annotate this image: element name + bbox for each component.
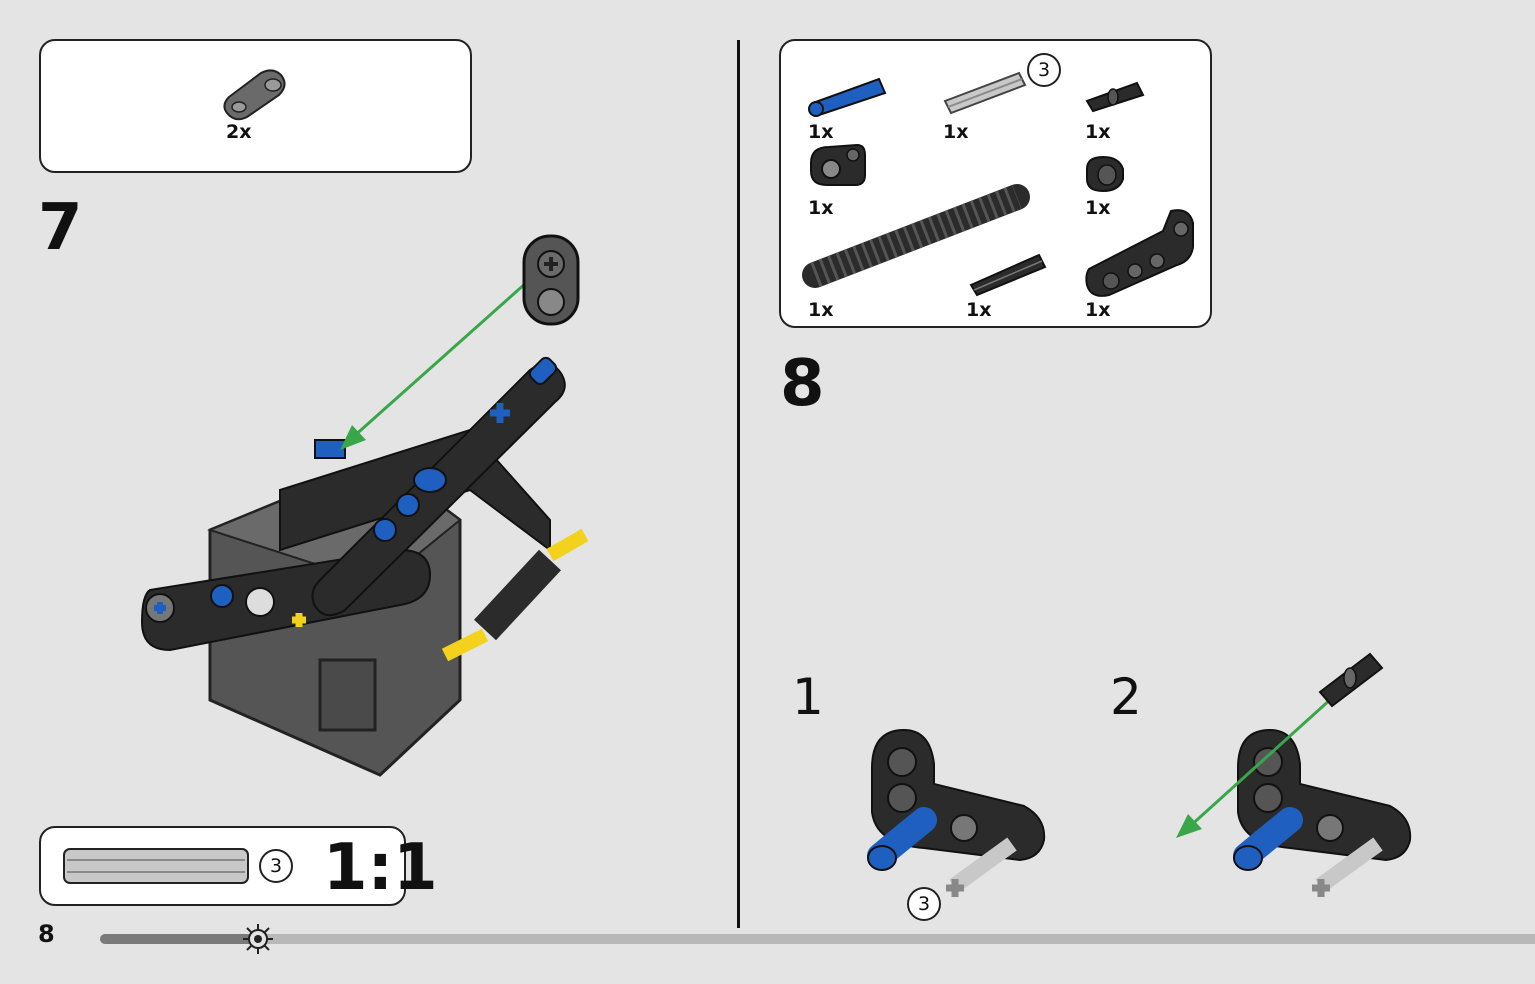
length-callout: 3 [259, 849, 293, 883]
liftarm-thick-1x2-icon [223, 69, 286, 121]
progress-fill [100, 934, 258, 944]
part-qty: 2x [226, 121, 252, 143]
step-number-7: 7 [38, 191, 83, 265]
part-qty: 1x [943, 121, 969, 143]
part-qty: 1x [808, 197, 834, 219]
part-qty: 1x [966, 299, 992, 321]
parts-list-box-step7: 2x [39, 39, 472, 173]
part-qty: 1x [1085, 299, 1111, 321]
part-qty: 1x [808, 121, 834, 143]
step-number-8: 8 [780, 347, 825, 421]
insert-arrow-substep2 [1176, 652, 1384, 838]
gray-axle-3-icon [943, 71, 1027, 115]
worm-gear-axle-icon [802, 184, 1030, 288]
parts-list-box-step8: 1x 3 1x 1x 1x 1x 1x 1x 1x [779, 39, 1212, 328]
axle-scale-box: 3 1:1 [39, 826, 438, 906]
substep-number-1: 1 [792, 668, 824, 726]
insert-arrow-step7 [340, 273, 536, 450]
part-qty: 1x [808, 299, 834, 321]
l-beam-liftarm-icon [1085, 209, 1194, 297]
substep-number-2: 2 [1110, 668, 1142, 726]
black-friction-pin-icon [1085, 81, 1145, 113]
page-divider [737, 40, 740, 928]
assembly-illustration-step7 [140, 356, 589, 777]
substep-2-illustration [1233, 728, 1412, 897]
bush-icon [1086, 155, 1124, 193]
progress-bar [100, 934, 1535, 944]
short-axle-icon [969, 253, 1047, 297]
length-callout: 3 [907, 887, 941, 921]
substep-1-illustration [867, 728, 1046, 897]
part-qty: 1x [1085, 197, 1111, 219]
length-callout: 3 [1027, 53, 1061, 87]
page-number: 8 [38, 920, 55, 948]
blue-axle-pin-icon [808, 77, 887, 117]
scale-label: 1:1 [323, 831, 438, 905]
liftarm-thick-1x2-incoming [522, 234, 580, 326]
gear-icon [242, 924, 273, 954]
cross-block-icon [810, 143, 866, 186]
part-qty: 1x [1085, 121, 1111, 143]
blue-pin [528, 356, 558, 386]
axle-length-3-icon [63, 848, 249, 884]
